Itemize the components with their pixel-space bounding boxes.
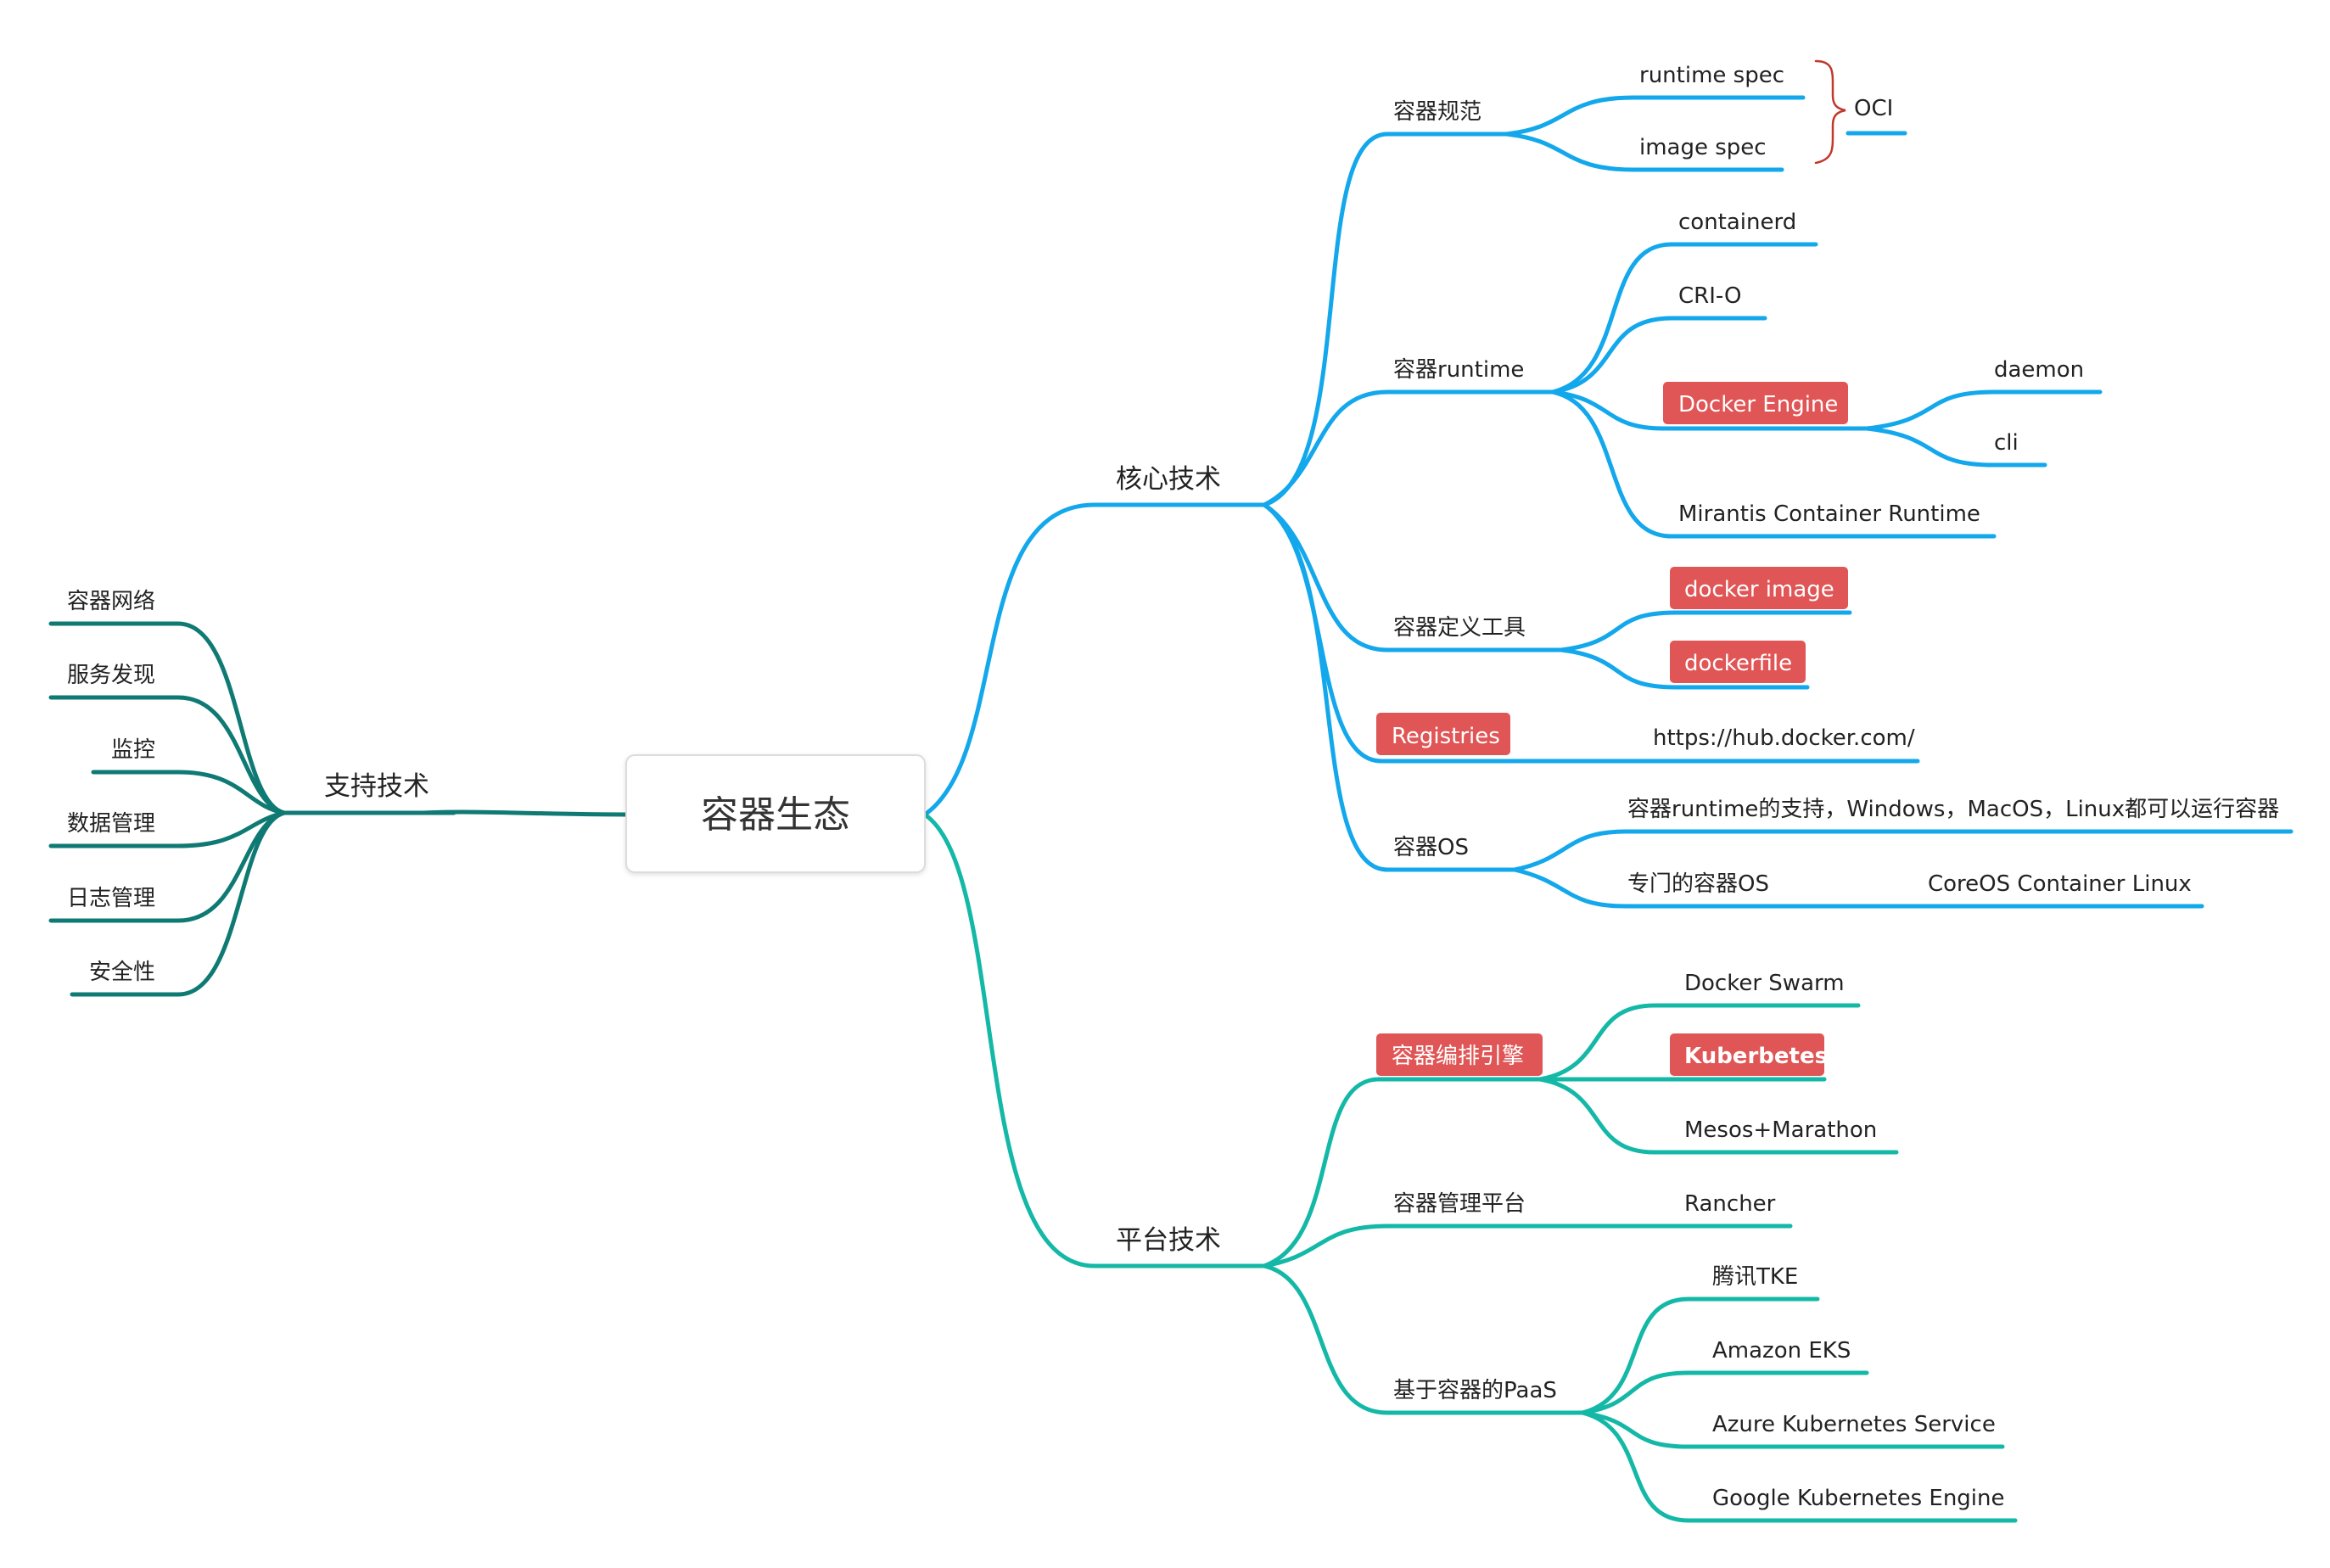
connector-core-runtime — [1262, 389, 1390, 507]
node-dockerfile[interactable]: dockerfile — [1670, 641, 1806, 683]
node-container-network[interactable]: 容器网络 — [67, 589, 155, 614]
connector-runtime-containerd — [1550, 242, 1818, 395]
connector-support-security — [70, 810, 287, 997]
connector-root-core — [922, 502, 1097, 817]
connector-runtime-crio — [1550, 316, 1767, 395]
node-aks[interactable]: Azure Kubernetes Service — [1712, 1412, 1996, 1437]
node-runtime-spec[interactable]: runtime spec — [1639, 63, 1784, 88]
node-crio[interactable]: CRI-O — [1678, 283, 1741, 309]
node-dedicated-os[interactable]: 专门的容器OS — [1627, 871, 1769, 897]
connector-paas-tke — [1580, 1296, 1820, 1415]
connector-paas-eks — [1580, 1370, 1869, 1415]
connector-define-dockerfile — [1559, 647, 1810, 690]
node-service-discovery[interactable]: 服务发现 — [67, 663, 155, 688]
docker-image-label: docker image — [1684, 577, 1834, 602]
node-log-management[interactable]: 日志管理 — [67, 886, 155, 911]
node-docker-hub-link[interactable]: https://hub.docker.com/ — [1653, 725, 1915, 751]
connector-runtime-docker-engine — [1550, 389, 1869, 431]
node-gke[interactable]: Google Kubernetes Engine — [1712, 1486, 2005, 1511]
docker-image-highlight — [1670, 567, 1848, 609]
connector-define-docker-image — [1559, 610, 1852, 652]
node-runtime-support[interactable]: 容器runtime的支持，Windows，MacOS，Linux都可以运行容器 — [1627, 797, 2279, 822]
registries-label: Registries — [1392, 724, 1500, 749]
node-runtime[interactable]: 容器runtime — [1393, 357, 1524, 383]
connector-platform-orchestration — [1262, 1077, 1381, 1268]
node-containerd[interactable]: containerd — [1678, 210, 1796, 235]
connector-engine-daemon — [1864, 389, 2103, 431]
connector-platform-management — [1262, 1224, 1390, 1268]
connector-spec-runtime-spec — [1504, 95, 1806, 137]
node-platform[interactable]: 平台技术 — [1116, 1225, 1221, 1256]
node-mirantis[interactable]: Mirantis Container Runtime — [1678, 501, 1980, 527]
connector-core-spec — [1262, 132, 1390, 507]
node-data-management[interactable]: 数据管理 — [67, 811, 155, 837]
node-mesos-marathon[interactable]: Mesos+Marathon — [1684, 1117, 1877, 1143]
connector-support-discovery — [48, 695, 287, 815]
connector-support-network — [48, 621, 287, 815]
oci-bracket — [1814, 59, 1846, 165]
connector-paas-gke — [1580, 1410, 2018, 1523]
node-cli[interactable]: cli — [1994, 430, 2019, 456]
root-box — [625, 754, 926, 873]
node-orchestration[interactable]: 容器编排引擎 — [1376, 1033, 1543, 1076]
registries-highlight — [1376, 713, 1510, 755]
node-docker-image[interactable]: docker image — [1670, 567, 1848, 609]
dockerfile-highlight — [1670, 641, 1806, 683]
docker-engine-highlight — [1663, 382, 1848, 424]
node-docker-swarm[interactable]: Docker Swarm — [1684, 971, 1845, 996]
connector-root-platform — [922, 812, 1097, 1268]
node-management[interactable]: 容器管理平台 — [1393, 1191, 1526, 1217]
kuberbetes-highlight — [1670, 1033, 1824, 1076]
node-define-tools[interactable]: 容器定义工具 — [1393, 615, 1526, 641]
connector-runtime-mirantis — [1550, 389, 1997, 539]
node-oci[interactable]: OCI — [1854, 96, 1893, 121]
connector-support-monitor — [91, 770, 287, 815]
node-rancher[interactable]: Rancher — [1684, 1191, 1776, 1217]
node-spec[interactable]: 容器规范 — [1393, 99, 1481, 125]
node-kuberbetes[interactable]: Kuberbetes — [1670, 1033, 1828, 1076]
support-branch — [48, 621, 629, 997]
node-coreos[interactable]: CoreOS Container Linux — [1928, 871, 2192, 897]
node-eks[interactable]: Amazon EKS — [1712, 1338, 1851, 1364]
node-docker-engine[interactable]: Docker Engine — [1663, 382, 1848, 424]
orchestration-highlight — [1376, 1033, 1543, 1076]
connector-support-data — [48, 810, 287, 848]
root-node[interactable]: 容器生态 — [625, 754, 926, 873]
connector-core-registries — [1262, 502, 1384, 764]
connector-os-runtime-support — [1512, 829, 2294, 872]
node-os[interactable]: 容器OS — [1393, 835, 1469, 860]
node-paas[interactable]: 基于容器的PaaS — [1393, 1378, 1557, 1403]
node-core[interactable]: 核心技术 — [1116, 464, 1221, 495]
node-security[interactable]: 安全性 — [89, 960, 155, 985]
core-branch — [922, 95, 2294, 909]
node-registries[interactable]: Registries — [1376, 713, 1510, 755]
root-title: 容器生态 — [701, 793, 850, 837]
node-support[interactable]: 支持技术 — [324, 771, 429, 802]
node-monitoring[interactable]: 监控 — [111, 737, 155, 763]
kuberbetes-label: Kuberbetes — [1684, 1044, 1828, 1069]
orchestration-label: 容器编排引擎 — [1392, 1044, 1524, 1069]
node-daemon[interactable]: daemon — [1994, 357, 2084, 383]
node-image-spec[interactable]: image spec — [1639, 135, 1767, 160]
brace-icon — [1814, 59, 1846, 165]
connector-orch-mesos — [1537, 1077, 1899, 1155]
connector-orch-swarm — [1537, 1003, 1861, 1082]
connector-engine-cli — [1864, 426, 2047, 468]
connector-spec-image-spec — [1504, 132, 1784, 172]
platform-branch — [922, 812, 2018, 1523]
docker-engine-label: Docker Engine — [1678, 392, 1838, 417]
dockerfile-label: dockerfile — [1684, 651, 1792, 676]
connector-paas-aks — [1580, 1410, 2005, 1449]
connector-os-dedicated — [1512, 867, 2204, 909]
connector-core-os — [1262, 502, 1390, 872]
connector-platform-paas — [1262, 1263, 1390, 1415]
node-tke[interactable]: 腾讯TKE — [1712, 1264, 1798, 1290]
